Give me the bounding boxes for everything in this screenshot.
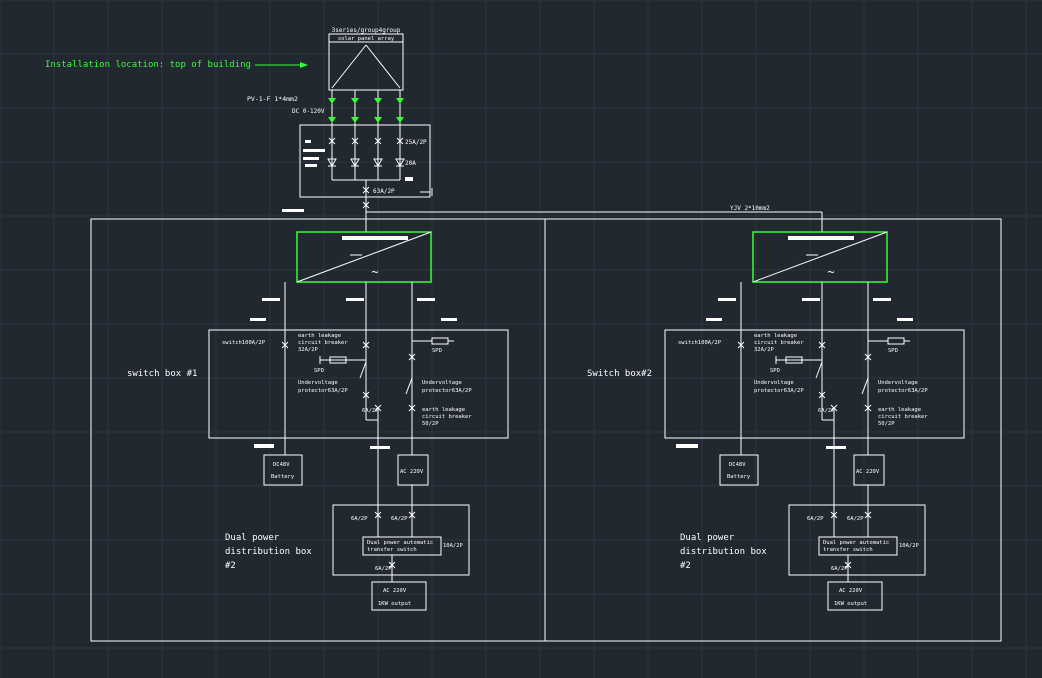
dual-power-label-1: distribution box bbox=[225, 547, 312, 557]
installation-label: Installation location: top of building bbox=[45, 60, 251, 70]
combiner-breaker-label: 25A/2P bbox=[405, 139, 427, 146]
elcb-label-2: circuit breaker bbox=[878, 414, 928, 420]
transfer-switch-2 bbox=[818, 536, 898, 556]
breaker-label-1: 6A/2P bbox=[351, 516, 368, 522]
elcb-label-1: 32A/2P bbox=[298, 347, 319, 353]
elcb-label-1: earth leakage bbox=[422, 407, 465, 413]
unit-1: ~ bbox=[208, 231, 509, 611]
breaker-label-1: 6A/2P bbox=[375, 566, 392, 572]
breaker-label-2: 6A/2P bbox=[807, 516, 824, 522]
breaker-label-2: 10A/2P bbox=[899, 543, 920, 549]
undervoltage-label-2: protector63A/2P bbox=[878, 388, 928, 394]
battery-label-1: Battery bbox=[271, 474, 295, 480]
dual-power-label-2: Dual power bbox=[680, 533, 735, 543]
trunk-cable-label: YJV 2*10mm2 bbox=[730, 205, 770, 212]
array-group-label: 3series/group4group bbox=[332, 27, 401, 34]
elcb-label-2: earth leakage bbox=[878, 407, 921, 413]
inverter-2 bbox=[752, 231, 888, 283]
switch-box-1 bbox=[208, 329, 509, 439]
panel-array-label: solar panel array bbox=[338, 36, 395, 42]
elcb-label-2: 50/2P bbox=[878, 421, 895, 427]
output-label-1: 1KW output bbox=[378, 601, 411, 607]
svg-text:~: ~ bbox=[371, 265, 378, 279]
breaker-label-1: 6A/2P bbox=[391, 516, 408, 522]
ac-source-label-2: AC 220V bbox=[856, 469, 880, 475]
elcb-label-2: 32A/2P bbox=[754, 347, 775, 353]
ac-source-box-2 bbox=[853, 454, 885, 486]
panel-array-outline bbox=[328, 33, 404, 91]
transfer-switch-label-2: transfer switch bbox=[823, 547, 873, 553]
dual-power-box-1 bbox=[332, 504, 470, 576]
undervoltage-label-1: Undervoltage bbox=[422, 380, 462, 386]
switch-box-label-2: Switch box#2 bbox=[587, 369, 652, 379]
combiner-box bbox=[299, 124, 431, 198]
undervoltage-label-2: Undervoltage bbox=[878, 380, 918, 386]
transfer-switch-label-1: Dual power automatic bbox=[367, 540, 433, 546]
ac-source-box-1 bbox=[397, 454, 429, 486]
spd-label-1: SPD bbox=[314, 368, 324, 374]
trunk-cable bbox=[282, 200, 823, 232]
elcb-label-1: earth leakage bbox=[298, 333, 341, 339]
output-box-1 bbox=[371, 581, 427, 611]
undervoltage-label-2: protector63A/2P bbox=[754, 388, 804, 394]
output-label-2: AC 220V bbox=[839, 588, 863, 594]
switch-rating-label-1: switch100A/2P bbox=[222, 340, 266, 346]
panel-array-section: Installation location: top of building 3… bbox=[45, 27, 433, 212]
battery-box-2 bbox=[719, 454, 759, 486]
breaker-label-2: 6A/2P bbox=[831, 566, 848, 572]
transfer-switch-label-1: transfer switch bbox=[367, 547, 417, 553]
breaker-label-1: 6A/2P bbox=[362, 408, 379, 414]
pv-strings bbox=[328, 90, 404, 180]
undervoltage-label-1: Undervoltage bbox=[298, 380, 338, 386]
dual-power-label-1: #2 bbox=[225, 561, 236, 571]
combiner-fuse-label: 20A bbox=[405, 160, 416, 167]
switch-box-label-1: switch box #1 bbox=[127, 369, 197, 379]
dc-range-label: DC 0-120V bbox=[292, 108, 325, 115]
dual-power-label-2: #2 bbox=[680, 561, 691, 571]
battery-box-1 bbox=[263, 454, 303, 486]
switch-rating-label-2: switch100A/2P bbox=[678, 340, 722, 346]
undervoltage-label-2: Undervoltage bbox=[754, 380, 794, 386]
inverter-1 bbox=[296, 231, 432, 283]
spd-label-2: SPD bbox=[770, 368, 780, 374]
breaker-label-1: 10A/2P bbox=[443, 543, 464, 549]
switch-box-2 bbox=[664, 329, 965, 439]
battery-label-2: Battery bbox=[727, 474, 751, 480]
outer-frame bbox=[90, 218, 1002, 642]
dual-power-label-2: distribution box bbox=[680, 547, 767, 557]
ac-source-label-1: AC 220V bbox=[400, 469, 424, 475]
battery-label-1: DC48V bbox=[273, 462, 290, 468]
battery-label-2: DC48V bbox=[729, 462, 746, 468]
elcb-label-1: 50/2P bbox=[422, 421, 439, 427]
output-label-1: AC 220V bbox=[383, 588, 407, 594]
spd-label-2: SPD bbox=[888, 348, 898, 354]
elcb-label-2: earth leakage bbox=[754, 333, 797, 339]
breaker-label-2: 6A/2P bbox=[847, 516, 864, 522]
dual-power-box-2 bbox=[788, 504, 926, 576]
elcb-label-2: circuit breaker bbox=[754, 340, 804, 346]
dual-power-label-1: Dual power bbox=[225, 533, 280, 543]
svg-text:~: ~ bbox=[827, 265, 834, 279]
output-label-2: 1KW output bbox=[834, 601, 867, 607]
undervoltage-label-1: protector63A/2P bbox=[422, 388, 472, 394]
output-box-2 bbox=[827, 581, 883, 611]
elcb-label-1: circuit breaker bbox=[298, 340, 348, 346]
elcb-label-1: circuit breaker bbox=[422, 414, 472, 420]
combiner-main-breaker-label: 63A/2P bbox=[373, 188, 395, 195]
combiner-internals bbox=[303, 137, 433, 212]
breaker-label-2: 6A/2P bbox=[818, 408, 835, 414]
transfer-switch-label-2: Dual power automatic bbox=[823, 540, 889, 546]
unit-2: ~ bbox=[664, 231, 965, 611]
installation-arrow-head bbox=[300, 62, 308, 68]
pv-cable-label: PV-1-F 1*4mm2 bbox=[247, 95, 298, 103]
spd-label-1: SPD bbox=[432, 348, 442, 354]
undervoltage-label-1: protector63A/2P bbox=[298, 388, 348, 394]
transfer-switch-1 bbox=[362, 536, 442, 556]
